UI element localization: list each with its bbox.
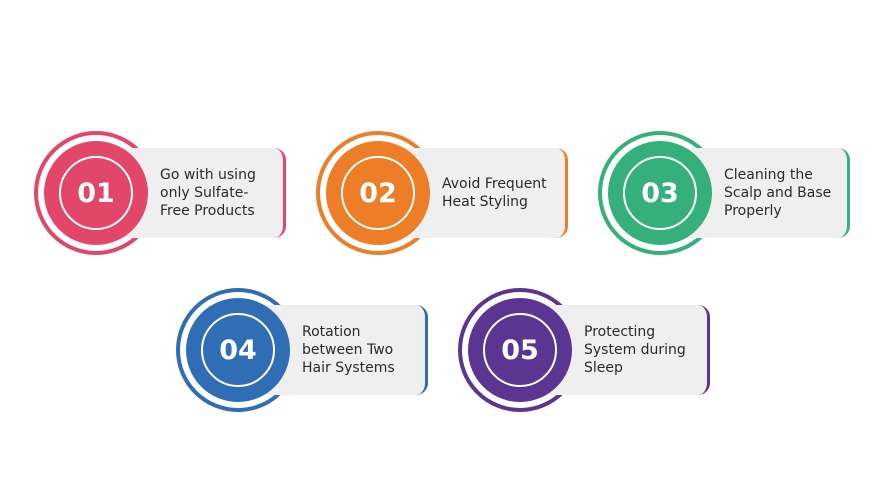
step-3: Cleaning the Scalp and Base Properly 03 xyxy=(598,131,858,261)
number-disc: 02 xyxy=(326,141,430,245)
step-1: Go with using only Sulfate-Free Products… xyxy=(34,131,294,261)
step-text: Avoid Frequent Heat Styling xyxy=(442,176,547,210)
number-disc: 01 xyxy=(44,141,148,245)
step-number: 04 xyxy=(201,313,275,387)
step-number: 02 xyxy=(341,156,415,230)
step-number: 01 xyxy=(59,156,133,230)
number-disc: 03 xyxy=(608,141,712,245)
step-5: Protecting System during Sleep 05 xyxy=(458,288,718,418)
step-text: Go with using only Sulfate-Free Products xyxy=(160,167,256,219)
step-text: Protecting System during Sleep xyxy=(584,324,686,376)
step-4: Rotation between Two Hair Systems 04 xyxy=(176,288,436,418)
number-disc: 05 xyxy=(468,298,572,402)
step-2: Avoid Frequent Heat Styling 02 xyxy=(316,131,576,261)
number-disc: 04 xyxy=(186,298,290,402)
step-text: Rotation between Two Hair Systems xyxy=(302,324,395,376)
step-number: 03 xyxy=(623,156,697,230)
step-number: 05 xyxy=(483,313,557,387)
step-text: Cleaning the Scalp and Base Properly xyxy=(724,167,832,219)
